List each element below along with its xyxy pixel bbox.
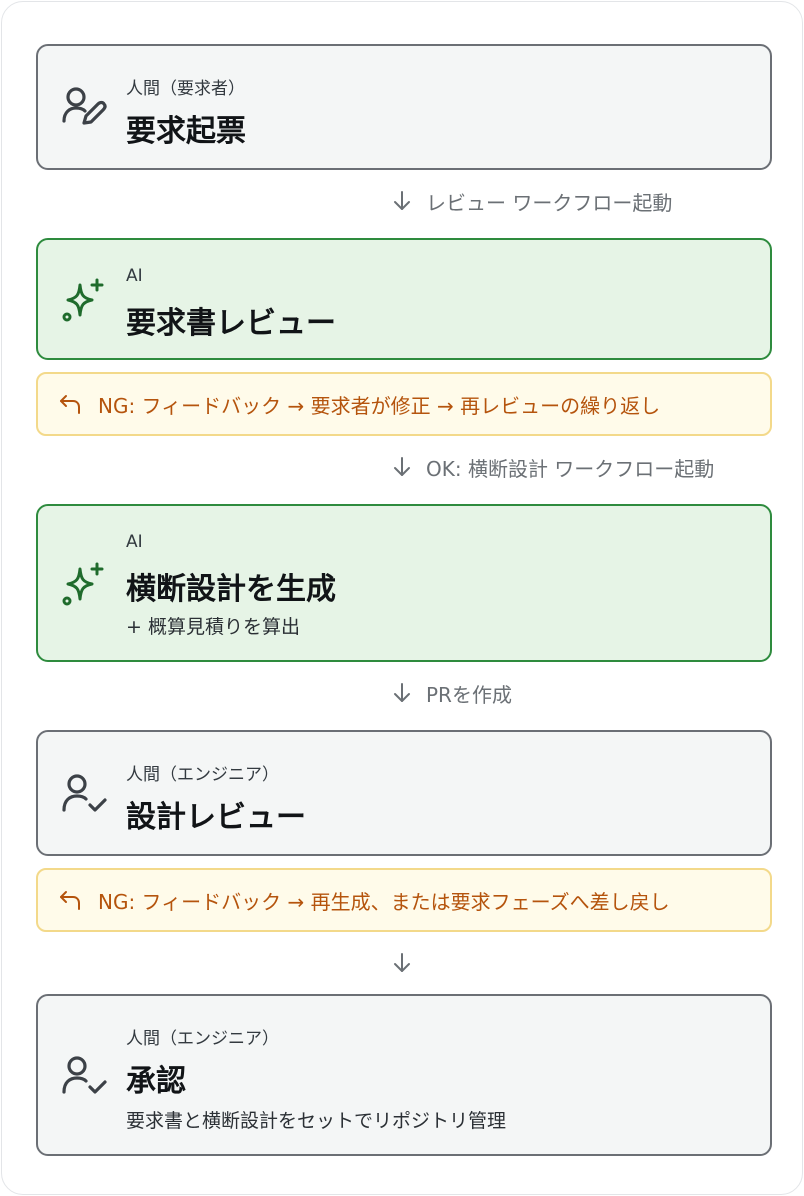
ng-feedback-label: NG: フィードバック → 再生成、または要求フェーズへ差し戻し	[98, 889, 670, 914]
ng-feedback-loop: NG: フィードバック → 要求者が修正 → 再レビューの繰り返し	[36, 372, 772, 436]
connector-label: PRを作成	[426, 682, 512, 707]
sparkles-icon	[62, 562, 104, 606]
arrow-down-icon	[394, 457, 410, 476]
step-subtitle: 要求書と横断設計をセットでリポジトリ管理	[126, 1110, 507, 1132]
connector-label: OK: 横断設計 ワークフロー起動	[426, 456, 715, 481]
ng-feedback-loop: NG: フィードバック → 再生成、または要求フェーズへ差し戻し	[36, 868, 772, 932]
step-subtitle: + 概算見積りを算出	[126, 616, 300, 638]
step-actor-label: 人間（エンジニア）	[126, 765, 279, 785]
arrow-down-icon	[394, 953, 410, 972]
step-actor-label: AI	[126, 532, 143, 552]
step-title: 横断設計を生成	[126, 572, 336, 607]
step-title: 要求起票	[126, 114, 246, 149]
step-generate-design: AI 横断設計を生成 + 概算見積りを算出	[36, 504, 772, 662]
return-arrow-icon	[60, 891, 80, 910]
step-actor-label: AI	[126, 266, 143, 286]
connector: PRを作成	[390, 678, 512, 708]
connector-label: レビュー ワークフロー起動	[426, 190, 673, 215]
ng-feedback-label: NG: フィードバック → 要求者が修正 → 再レビューの繰り返し	[98, 393, 661, 418]
step-design-review: 人間（エンジニア） 設計レビュー	[36, 730, 772, 856]
person-check-icon	[62, 1056, 107, 1094]
connector: OK: 横断設計 ワークフロー起動	[390, 452, 714, 482]
step-actor-label: 人間（要求者）	[126, 79, 245, 99]
connector: レビュー ワークフロー起動	[390, 186, 672, 216]
arrow-down-icon	[394, 683, 410, 702]
step-approval: 人間（エンジニア） 承認 要求書と横断設計をセットでリポジトリ管理	[36, 994, 772, 1156]
step-title: 設計レビュー	[126, 800, 306, 835]
sparkles-icon	[62, 278, 104, 322]
arrow-down-icon	[394, 191, 410, 210]
return-arrow-icon	[60, 395, 80, 414]
person-check-icon	[62, 774, 107, 812]
step-title: 承認	[126, 1064, 186, 1099]
step-actor-label: 人間（エンジニア）	[126, 1029, 279, 1049]
person-edit-icon	[62, 87, 107, 125]
step-request-draft: 人間（要求者） 要求起票	[36, 44, 772, 170]
connector	[390, 948, 426, 978]
step-title: 要求書レビュー	[126, 306, 336, 341]
step-requirements-review: AI 要求書レビュー	[36, 238, 772, 360]
